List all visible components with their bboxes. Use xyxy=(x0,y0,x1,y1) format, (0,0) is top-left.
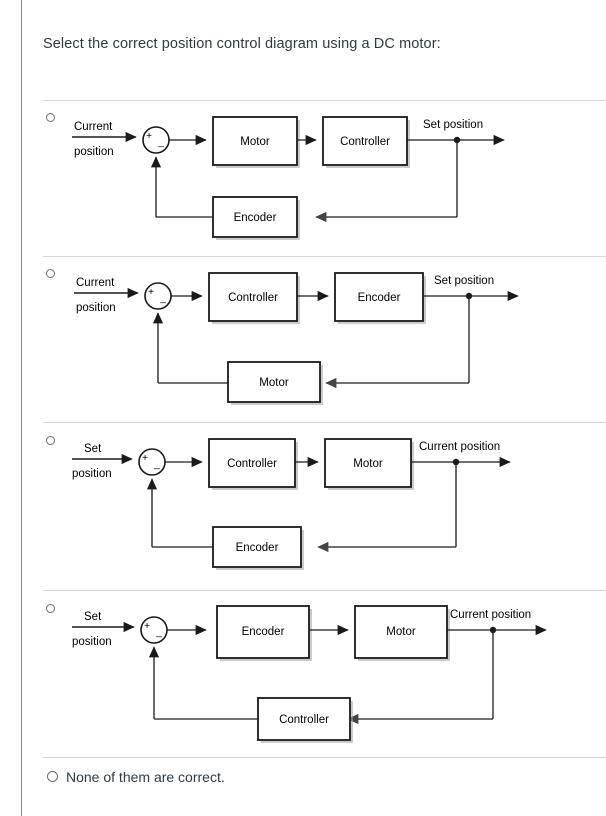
summing-plus: + xyxy=(142,453,148,464)
summing-minus: _ xyxy=(155,627,162,638)
output-label: Current position xyxy=(419,441,500,453)
input-label-line1: Set xyxy=(84,443,102,455)
feedback-block-label: Controller xyxy=(279,714,329,726)
feedback-block-label: Encoder xyxy=(234,212,277,224)
left-margin-rule xyxy=(21,0,22,816)
feedback-block-label: Encoder xyxy=(236,542,279,554)
summing-plus: + xyxy=(144,621,150,632)
output-label: Current position xyxy=(450,609,531,621)
input-label-line1: Current xyxy=(74,121,113,133)
input-label-line2: position xyxy=(72,636,112,648)
input-label-line2: position xyxy=(76,302,116,314)
divider-1 xyxy=(43,100,606,101)
radio-option-none[interactable] xyxy=(47,771,58,782)
forward-block-1-label: Motor xyxy=(240,136,270,148)
forward-block-1-label: Controller xyxy=(227,458,277,470)
divider-2 xyxy=(43,256,606,257)
radio-option-a[interactable] xyxy=(46,113,55,122)
diagram-option-b: Current position + _ Controller Encoder … xyxy=(74,272,519,405)
summing-plus: + xyxy=(146,131,152,142)
input-label-line2: position xyxy=(74,146,114,158)
radio-option-b[interactable] xyxy=(46,269,55,278)
feedback-block-label: Motor xyxy=(259,377,289,389)
diagram-option-d: Set position + _ Encoder Motor Current p… xyxy=(72,605,547,743)
page-title: Select the correct position control diag… xyxy=(43,36,441,52)
summing-minus: _ xyxy=(159,293,166,304)
output-label: Set position xyxy=(423,119,483,131)
input-label-line2: position xyxy=(72,468,112,480)
radio-option-c[interactable] xyxy=(46,436,55,445)
divider-3 xyxy=(43,422,606,423)
option-none-label: None of them are correct. xyxy=(66,769,225,785)
forward-block-2-label: Motor xyxy=(353,458,383,470)
radio-option-d[interactable] xyxy=(46,604,55,613)
divider-4 xyxy=(43,590,606,591)
summing-plus: + xyxy=(148,287,154,298)
input-label-line1: Set xyxy=(84,611,102,623)
diagram-option-c: Set position + _ Controller Motor Curren… xyxy=(72,438,511,570)
forward-block-1-label: Encoder xyxy=(242,626,285,638)
forward-block-1-label: Controller xyxy=(228,292,278,304)
divider-5 xyxy=(43,757,606,758)
diagram-option-a: Current position + _ Motor Controller Se… xyxy=(72,116,505,240)
summing-minus: _ xyxy=(157,137,164,148)
input-label-line1: Current xyxy=(76,277,115,289)
summing-minus: _ xyxy=(153,459,160,470)
forward-block-2-label: Controller xyxy=(340,136,390,148)
forward-block-2-label: Encoder xyxy=(358,292,401,304)
forward-block-2-label: Motor xyxy=(386,626,416,638)
output-label: Set position xyxy=(434,275,494,287)
